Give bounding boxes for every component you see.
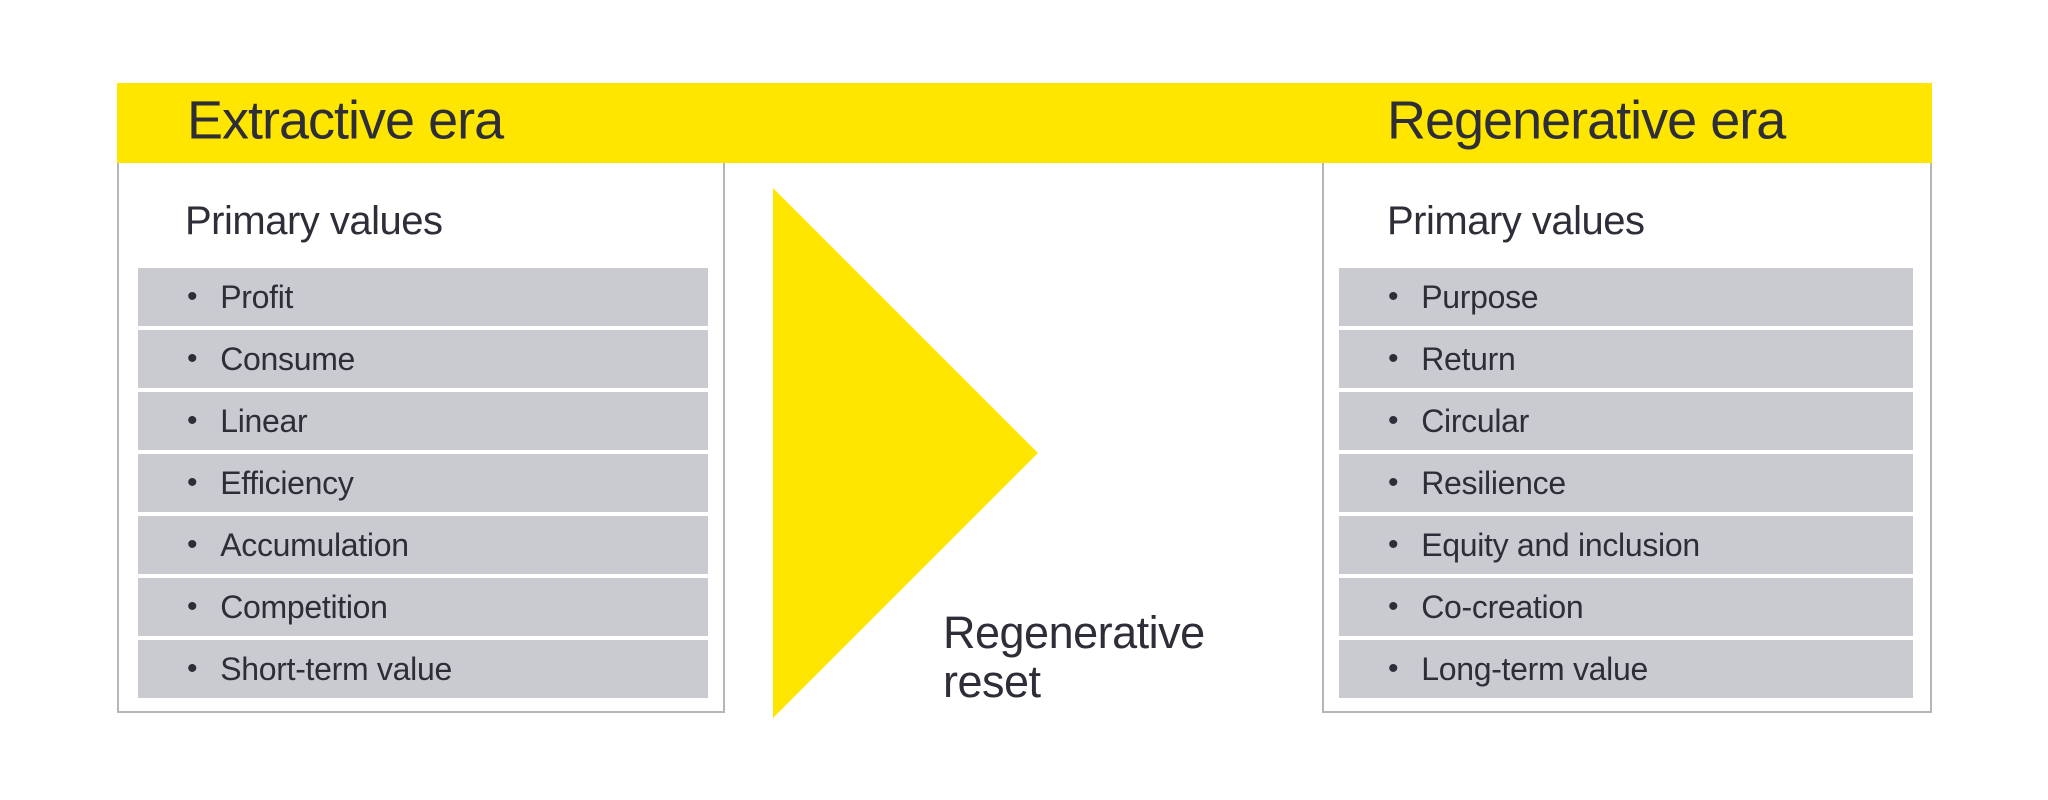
list-item: • Co-creation	[1339, 578, 1913, 636]
extractive-era-title: Extractive era	[187, 90, 504, 151]
bullet-icon: •	[1388, 590, 1399, 623]
bullet-icon: •	[187, 342, 198, 375]
list-item: • Accumulation	[138, 516, 708, 574]
bullet-icon: •	[187, 590, 198, 623]
bullet-icon: •	[187, 280, 198, 313]
bullet-icon: •	[187, 466, 198, 499]
transition-arrow-icon	[773, 188, 1038, 718]
item-label: Long-term value	[1421, 650, 1648, 687]
item-label: Profit	[220, 278, 294, 315]
item-label: Equity and inclusion	[1421, 526, 1700, 563]
bullet-icon: •	[187, 528, 198, 561]
regenerative-era-title: Regenerative era	[1387, 90, 1786, 151]
regenerative-reset-label: Regenerative reset	[943, 608, 1205, 706]
item-label: Purpose	[1421, 278, 1539, 315]
bullet-icon: •	[1388, 404, 1399, 437]
list-item: • Equity and inclusion	[1339, 516, 1913, 574]
item-label: Linear	[220, 402, 308, 439]
list-item: • Return	[1339, 330, 1913, 388]
right-values-list: • Purpose • Return • Circular • Resilien…	[1339, 268, 1913, 698]
left-panel-heading: Primary values	[185, 199, 443, 243]
item-label: Efficiency	[220, 464, 354, 501]
bullet-icon: •	[1388, 528, 1399, 561]
list-item: • Long-term value	[1339, 640, 1913, 698]
extractive-era-panel: Primary values • Profit • Consume • Line…	[117, 163, 725, 713]
regenerative-era-panel: Primary values • Purpose • Return • Circ…	[1322, 163, 1932, 713]
item-label: Circular	[1421, 402, 1530, 439]
list-item: • Circular	[1339, 392, 1913, 450]
list-item: • Profit	[138, 268, 708, 326]
bullet-icon: •	[187, 404, 198, 437]
list-item: • Competition	[138, 578, 708, 636]
right-panel-heading: Primary values	[1387, 199, 1645, 243]
era-header-bar: Extractive era Regenerative era	[117, 83, 1932, 163]
list-item: • Resilience	[1339, 454, 1913, 512]
list-item: • Linear	[138, 392, 708, 450]
bullet-icon: •	[187, 652, 198, 685]
item-label: Short-term value	[220, 650, 452, 687]
reset-label-line2: reset	[943, 656, 1041, 707]
reset-label-line1: Regenerative	[943, 607, 1205, 658]
bullet-icon: •	[1388, 342, 1399, 375]
bullet-icon: •	[1388, 652, 1399, 685]
item-label: Accumulation	[220, 526, 409, 563]
bullet-icon: •	[1388, 466, 1399, 499]
item-label: Consume	[220, 340, 356, 377]
item-label: Return	[1421, 340, 1516, 377]
list-item: • Short-term value	[138, 640, 708, 698]
list-item: • Efficiency	[138, 454, 708, 512]
item-label: Competition	[220, 588, 388, 625]
bullet-icon: •	[1388, 280, 1399, 313]
item-label: Resilience	[1421, 464, 1566, 501]
item-label: Co-creation	[1421, 588, 1584, 625]
list-item: • Purpose	[1339, 268, 1913, 326]
list-item: • Consume	[138, 330, 708, 388]
left-values-list: • Profit • Consume • Linear • Efficiency…	[138, 268, 708, 698]
